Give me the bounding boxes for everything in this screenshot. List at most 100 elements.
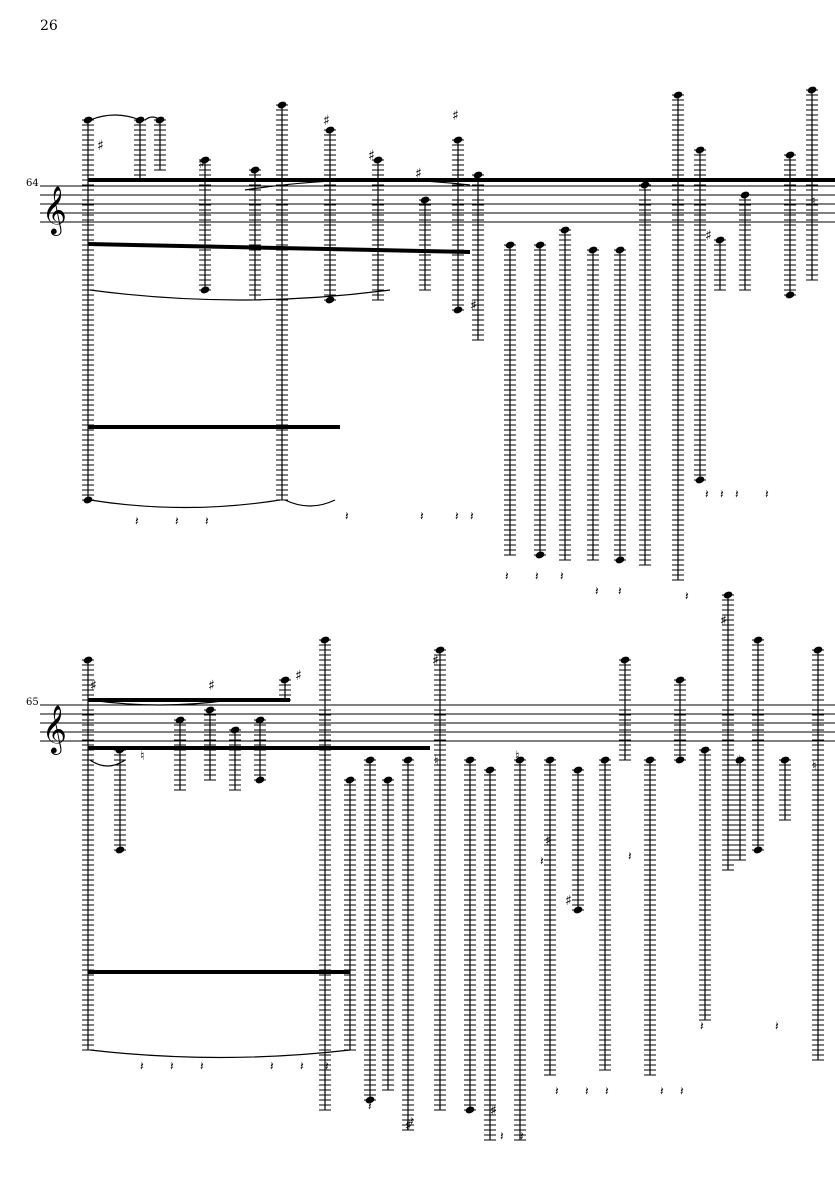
sharp-icon: ♯: [432, 653, 439, 669]
notehead: [383, 776, 393, 784]
notehead: [588, 246, 598, 254]
sharp-icon: ♯: [545, 833, 552, 849]
notehead: [785, 151, 795, 159]
notehead: [753, 846, 763, 854]
notehead: [473, 171, 483, 179]
notehead: [505, 241, 515, 249]
notehead: [560, 226, 570, 234]
sharp-icon: ♯: [490, 1103, 497, 1119]
natural-icon: ♮: [140, 749, 145, 764]
page-number: 26: [40, 18, 58, 34]
sharp-icon: ♯: [90, 678, 97, 694]
quarter-rest-icon: 𝄽: [705, 487, 709, 501]
notation-marks: ♯♯♯♯♯♯♯♯♯♯♯♯♯♯♯♯♯♯♮♮♮♮♮𝄽𝄽𝄽𝄽𝄽𝄽𝄽𝄽𝄽𝄽𝄽𝄽𝄽𝄽𝄽𝄽𝄽…: [82, 86, 824, 1143]
quarter-rest-icon: 𝄽: [300, 1059, 304, 1073]
tie: [244, 179, 471, 191]
natural-icon: ♮: [812, 759, 817, 774]
notehead: [813, 646, 823, 654]
notehead: [675, 676, 685, 684]
notehead: [715, 236, 725, 244]
notehead: [740, 191, 750, 199]
sharp-icon: ♯: [470, 298, 477, 314]
quarter-rest-icon: 𝄽: [700, 1019, 704, 1033]
notehead: [675, 756, 685, 764]
sharp-icon: ♯: [198, 156, 205, 172]
notehead: [83, 116, 93, 124]
notehead: [115, 746, 125, 754]
notehead: [200, 156, 210, 164]
notehead: [373, 156, 383, 164]
quarter-rest-icon: 𝄽: [410, 1114, 414, 1128]
notehead: [640, 181, 650, 189]
natural-icon: ♮: [515, 749, 520, 764]
quarter-rest-icon: 𝄽: [500, 1129, 504, 1143]
sharp-icon: ♯: [405, 1118, 412, 1134]
tie: [89, 699, 231, 706]
treble-clef-icon: 𝄞: [42, 704, 67, 755]
sharp-icon: ♯: [295, 668, 302, 684]
quarter-rest-icon: 𝄽: [200, 1059, 204, 1073]
sharp-icon: ♯: [323, 113, 330, 129]
quarter-rest-icon: 𝄽: [618, 584, 622, 598]
quarter-rest-icon: 𝄽: [455, 509, 459, 523]
sharp-icon: ♯: [368, 148, 375, 164]
quarter-rest-icon: 𝄽: [605, 1084, 609, 1098]
notehead: [230, 726, 240, 734]
quarter-rest-icon: 𝄽: [345, 509, 349, 523]
notehead: [453, 306, 463, 314]
sharp-icon: ♯: [452, 108, 459, 124]
tie: [89, 499, 281, 509]
notehead: [465, 1106, 475, 1114]
notehead: [345, 776, 355, 784]
notehead: [645, 756, 655, 764]
quarter-rest-icon: 𝄽: [555, 1084, 559, 1098]
notehead: [453, 136, 463, 144]
tie: [284, 499, 336, 507]
quarter-rest-icon: 𝄽: [735, 487, 739, 501]
notehead: [780, 756, 790, 764]
quarter-rest-icon: 𝄽: [775, 1019, 779, 1033]
treble-clef-icon: 𝄞: [42, 185, 67, 236]
tie: [89, 759, 126, 767]
quarter-rest-icon: 𝄽: [595, 584, 599, 598]
quarter-rest-icon: 𝄽: [560, 569, 564, 583]
notehead: [485, 766, 495, 774]
notehead: [325, 296, 335, 304]
notehead: [175, 716, 185, 724]
quarter-rest-icon: 𝄽: [680, 1084, 684, 1098]
notehead: [545, 756, 555, 764]
quarter-rest-icon: 𝄽: [540, 854, 544, 868]
notehead: [535, 241, 545, 249]
notehead: [615, 246, 625, 254]
measure-number-64: 64: [26, 178, 39, 189]
notehead: [515, 756, 525, 764]
notehead: [280, 676, 290, 684]
sharp-icon: ♯: [565, 893, 572, 909]
quarter-rest-icon: 𝄽: [505, 569, 509, 583]
sharp-icon: ♯: [208, 678, 215, 694]
notehead: [325, 126, 335, 134]
quarter-rest-icon: 𝄽: [685, 589, 689, 603]
notehead: [573, 906, 583, 914]
notehead: [365, 1096, 375, 1104]
tie: [144, 116, 161, 121]
natural-icon: ♮: [434, 754, 439, 769]
notehead: [205, 706, 215, 714]
notehead: [277, 101, 287, 109]
quarter-rest-icon: 𝄽: [535, 569, 539, 583]
notehead: [673, 91, 683, 99]
notehead: [250, 166, 260, 174]
notehead: [83, 656, 93, 664]
notehead: [735, 756, 745, 764]
notehead: [200, 286, 210, 294]
notehead: [723, 591, 733, 599]
tie: [89, 1049, 351, 1059]
quarter-rest-icon: 𝄽: [368, 1099, 372, 1113]
quarter-rest-icon: 𝄽: [470, 509, 474, 523]
quarter-rest-icon: 𝄽: [660, 1084, 664, 1098]
notehead: [115, 846, 125, 854]
sharp-icon: ♯: [735, 753, 742, 769]
tie: [89, 289, 391, 301]
quarter-rest-icon: 𝄽: [720, 487, 724, 501]
